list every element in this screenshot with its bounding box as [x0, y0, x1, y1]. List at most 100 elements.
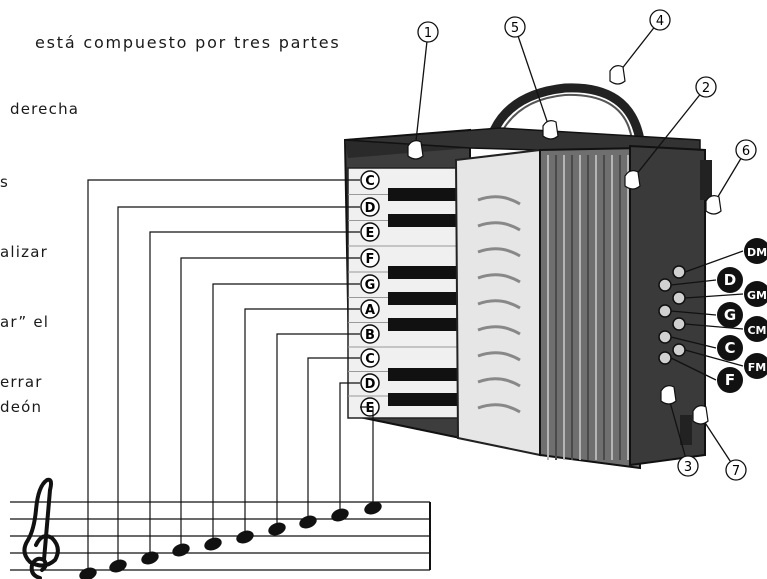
pointing-hand-icon — [705, 195, 722, 215]
callout-badge — [725, 459, 747, 481]
staff-note — [364, 501, 382, 515]
bass-button — [658, 351, 672, 365]
grille-slat — [477, 351, 521, 362]
callout-number: 6 — [742, 144, 750, 159]
chord-label: C — [724, 339, 735, 357]
note-key-badge — [360, 197, 380, 217]
intro-line-7: deón — [0, 398, 43, 416]
chord-badge — [717, 335, 743, 361]
note-key-badge — [360, 348, 380, 368]
staff-note — [109, 559, 127, 573]
staff-note — [268, 522, 286, 536]
callout-number: 1 — [424, 26, 432, 41]
bass-button — [658, 304, 672, 318]
grille-slat — [477, 299, 521, 310]
key-connector-line — [180, 257, 360, 550]
intro-line-3: s — [0, 173, 10, 191]
grille-slat — [477, 325, 521, 336]
callout-leader — [712, 149, 747, 206]
callout-leader — [631, 86, 707, 181]
chord-badge — [744, 353, 767, 379]
staff-note — [236, 530, 254, 544]
intro-line-6: errar — [0, 373, 43, 391]
note-key-label: G — [365, 278, 376, 293]
chord-leader — [670, 279, 717, 286]
chord-label: FM — [748, 361, 766, 374]
chord-badge — [717, 267, 743, 293]
grille-slat — [477, 403, 521, 414]
chord-label: F — [725, 371, 735, 389]
key-connector-line — [117, 206, 360, 566]
note-key-label: B — [365, 328, 375, 343]
grille-slat — [477, 273, 521, 284]
callout-badge — [504, 16, 526, 38]
callout-leader — [667, 394, 689, 467]
bass-button — [672, 343, 686, 357]
callout-number: 5 — [511, 21, 519, 36]
pointing-hand-icon — [407, 140, 424, 160]
chord-leader — [684, 293, 744, 299]
grille-slat — [477, 221, 521, 232]
key-connector-line — [276, 333, 360, 529]
note-key-label: F — [366, 252, 375, 267]
callout-leader — [616, 19, 661, 76]
grille-slat — [477, 195, 521, 206]
grille-slat — [477, 377, 521, 388]
key-connector-line — [339, 382, 360, 515]
chord-leader — [684, 323, 744, 330]
callout-leader — [699, 414, 737, 471]
black-key — [388, 368, 458, 381]
callout-badge — [417, 21, 439, 43]
chord-badge — [744, 238, 767, 264]
note-key-label: E — [366, 226, 375, 241]
chord-badge — [717, 302, 743, 328]
callout-badge — [677, 455, 699, 477]
staff-note — [299, 515, 317, 529]
intro-line-2: derecha — [10, 100, 80, 118]
black-key — [388, 318, 458, 331]
callout-badge — [695, 76, 717, 98]
bass-button — [672, 317, 686, 331]
note-key-label: E — [366, 401, 375, 416]
callout-number: 2 — [702, 81, 710, 96]
chord-label: DM — [747, 246, 767, 259]
black-key — [388, 292, 458, 305]
chord-leader — [670, 336, 717, 349]
chord-badge — [744, 316, 767, 342]
staff-note — [141, 551, 159, 565]
note-key-label: A — [365, 303, 375, 318]
callout-leader — [414, 31, 429, 151]
key-connector-line — [360, 406, 374, 508]
intro-line-4: alizar — [0, 243, 48, 261]
note-key-label: C — [365, 174, 375, 189]
chord-label: GM — [747, 289, 767, 302]
note-key-badge — [360, 222, 380, 242]
note-key-badge — [360, 324, 380, 344]
intro-line-5: ar” el — [0, 313, 50, 331]
callout-leader — [514, 26, 551, 131]
key-connector-line — [87, 179, 360, 574]
pointing-hand-icon — [692, 405, 709, 425]
chord-badge — [717, 367, 743, 393]
callout-badge — [735, 139, 757, 161]
bass-button — [672, 291, 686, 305]
key-connector-line — [149, 231, 360, 558]
pointing-hand-icon — [624, 170, 641, 190]
chord-leader — [684, 250, 744, 273]
bass-button — [672, 265, 686, 279]
carry-strap — [483, 83, 645, 150]
staff-note — [79, 567, 97, 579]
callout-number: 3 — [684, 460, 692, 475]
note-key-badge — [360, 248, 380, 268]
key-connector-line — [212, 283, 360, 544]
black-key — [388, 266, 458, 279]
black-key — [388, 393, 458, 406]
note-key-label: D — [365, 377, 376, 392]
bass-button — [658, 330, 672, 344]
black-key — [388, 188, 458, 201]
callout-badge — [649, 9, 671, 31]
chord-label: D — [724, 271, 736, 289]
grille-slat — [477, 247, 521, 258]
chord-badge — [744, 281, 767, 307]
